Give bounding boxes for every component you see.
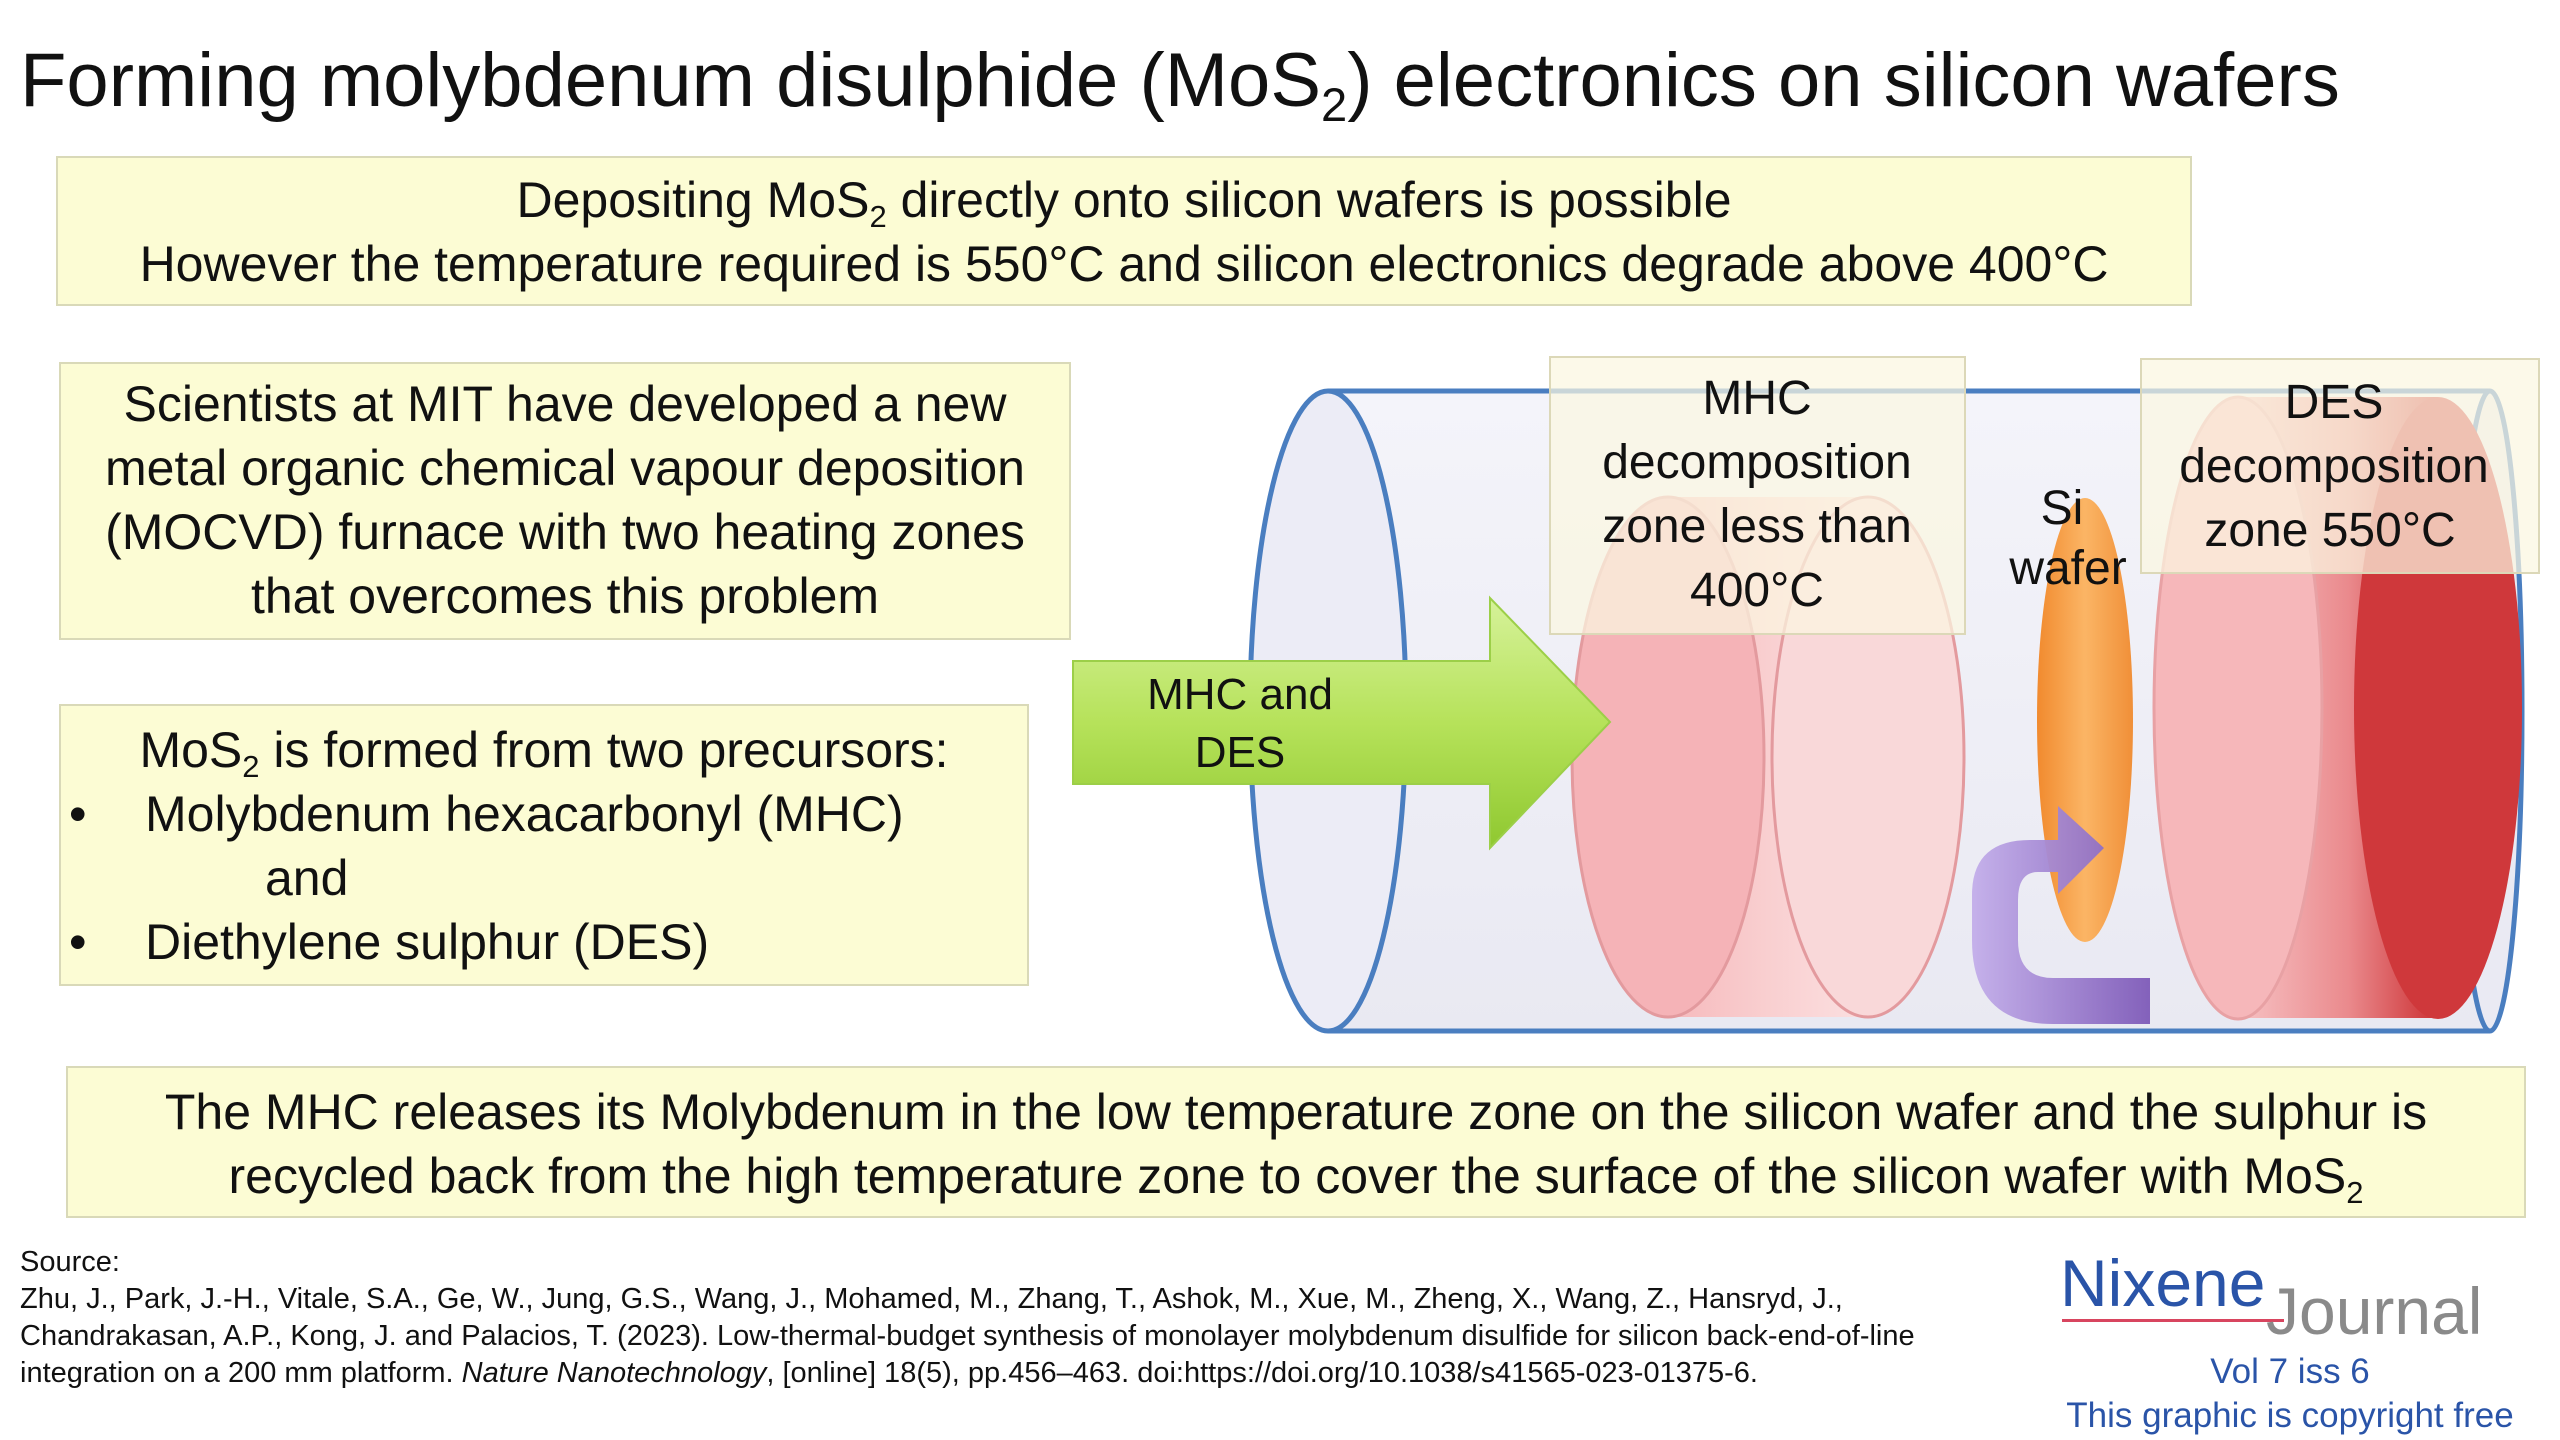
volume-issue: Vol 7 iss 6	[2210, 1352, 2370, 1391]
mhc-label-line-3: zone less than	[1602, 500, 1912, 553]
conclusion-box: The MHC releases its Molybdenum in the l…	[66, 1066, 2526, 1218]
page-title: Forming molybdenum disulphide (MoS2) ele…	[20, 38, 2340, 132]
conclusion-line-2: recycled back from the high temperature …	[228, 1148, 2364, 1210]
logo-nixene: Nixene	[2060, 1246, 2266, 1320]
mit-line-2: metal organic chemical vapour deposition	[105, 440, 1025, 496]
journal-name: Nature Nanotechnology	[461, 1357, 767, 1389]
mhc-label-line-4: 400°C	[1690, 564, 1824, 617]
des-label-line-3: zone 550°C	[2204, 504, 2455, 557]
conclusion-line-1: The MHC releases its Molybdenum in the l…	[164, 1084, 2428, 1140]
mit-line-3: (MOCVD) furnace with two heating zones	[105, 504, 1025, 560]
source-citation: Source: Zhu, J., Park, J.-H., Vitale, S.…	[20, 1244, 1970, 1392]
precursor-box: MoS2 is formed from two precursors: •Mol…	[59, 704, 1029, 986]
des-label-box	[2140, 358, 2540, 574]
precursor-heading: MoS2 is formed from two precursors:	[139, 722, 949, 784]
recycle-arrow-body	[1972, 806, 2150, 1024]
wafer-label-line-2: wafer	[2008, 542, 2126, 595]
intro-box: Depositing MoS2 directly onto silicon wa…	[56, 156, 2192, 306]
bullet-marker: •	[69, 914, 87, 970]
mhc-label-line-1: MHC	[1702, 372, 1811, 425]
input-arrow	[1072, 595, 1612, 851]
des-label-line-2: decomposition	[2179, 440, 2489, 493]
bullet-marker: •	[69, 786, 87, 842]
precursor-item-mhc: •Molybdenum hexacarbonyl (MHC)	[61, 782, 1027, 846]
copyright-notice: This graphic is copyright free	[2066, 1396, 2514, 1435]
mhc-label-line-2: decomposition	[1602, 436, 1912, 489]
logo-underline	[2062, 1319, 2284, 1322]
intro-line-1: Depositing MoS2 directly onto silicon wa…	[516, 172, 1732, 234]
arrow-label-line-2: DES	[1195, 728, 1285, 777]
source-label: Source:	[20, 1246, 120, 1278]
logo-journal: Journal	[2266, 1274, 2483, 1348]
des-label-line-1: DES	[2285, 376, 2384, 429]
wafer-label-line-1: Si	[2041, 482, 2084, 535]
mhc-label-box	[1549, 356, 1966, 635]
precursor-item-des: •Diethylene sulphur (DES)	[61, 910, 1027, 974]
mit-box: Scientists at MIT have developed a new m…	[59, 362, 1071, 640]
arrow-label-line-1: MHC and	[1147, 670, 1333, 719]
mit-line-4: that overcomes this problem	[250, 568, 880, 624]
precursor-and: and	[265, 850, 349, 906]
source-reference: Zhu, J., Park, J.-H., Vitale, S.A., Ge, …	[20, 1283, 1915, 1389]
intro-line-2: However the temperature required is 550°…	[139, 236, 2109, 292]
mit-line-1: Scientists at MIT have developed a new	[123, 376, 1007, 432]
